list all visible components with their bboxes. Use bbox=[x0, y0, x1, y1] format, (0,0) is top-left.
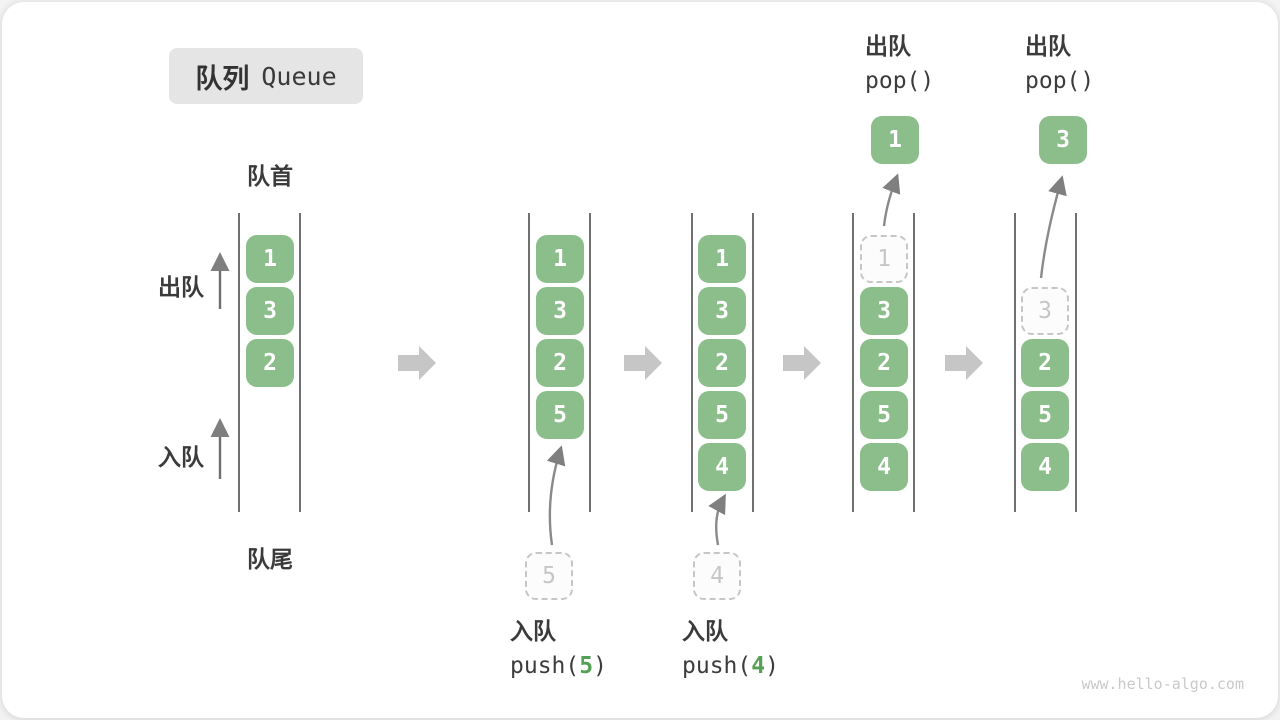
pop1-op-label: 出队 pop() bbox=[865, 33, 934, 94]
pop3-arrow bbox=[1039, 175, 1067, 279]
queue2-staged-cell: 5 bbox=[525, 552, 573, 600]
push-fn: push( bbox=[682, 653, 752, 679]
queue1-cell: 3 bbox=[246, 287, 294, 335]
enqueue-side-label: 入队 bbox=[158, 444, 204, 470]
push-arg: 4 bbox=[751, 653, 766, 679]
step-arrow-2 bbox=[624, 346, 662, 380]
queue1-cell: 2 bbox=[246, 339, 294, 387]
queue3-cell: 2 bbox=[698, 339, 746, 387]
queue2-cell: 2 bbox=[536, 339, 584, 387]
queue4-cell: 4 bbox=[860, 443, 908, 491]
push5-op-zh: 入队 bbox=[510, 618, 556, 644]
queue5-cell: 5 bbox=[1021, 391, 1069, 439]
push-arg: 5 bbox=[579, 653, 594, 679]
push4-op-label: 入队 push(4) bbox=[682, 618, 779, 679]
queue4-cell: 2 bbox=[860, 339, 908, 387]
queue3-staged-cell: 4 bbox=[693, 552, 741, 600]
step-arrow-1 bbox=[398, 346, 436, 380]
title-en: Queue bbox=[261, 61, 337, 91]
queue4-cell: 5 bbox=[860, 391, 908, 439]
queue2-cell: 3 bbox=[536, 287, 584, 335]
queue-walls bbox=[238, 213, 1077, 512]
queue5-cell: 2 bbox=[1021, 339, 1069, 387]
queue4-popped-cell: 1 bbox=[871, 116, 919, 164]
push4-op-zh: 入队 bbox=[682, 618, 728, 644]
queue-front-label: 队首 bbox=[247, 163, 293, 189]
pop1-arrow bbox=[882, 173, 901, 227]
pop3-op-zh: 出队 bbox=[1025, 33, 1071, 59]
pop3-op-code: pop() bbox=[1025, 68, 1095, 94]
queue5-popped-cell: 3 bbox=[1039, 116, 1087, 164]
queue5-cell: 4 bbox=[1021, 443, 1069, 491]
queue5-ghost-cell: 3 bbox=[1021, 287, 1069, 335]
push4-op-code: push(4) bbox=[682, 653, 779, 679]
queue3-cell: 5 bbox=[698, 391, 746, 439]
queue2-cell: 1 bbox=[536, 235, 584, 283]
pop1-op-code: pop() bbox=[865, 68, 935, 94]
push-close: ) bbox=[593, 653, 607, 679]
step-arrow-3 bbox=[783, 346, 821, 380]
queue3-cell: 1 bbox=[698, 235, 746, 283]
push5-arrow bbox=[546, 445, 566, 546]
queue3-cell: 3 bbox=[698, 287, 746, 335]
queue2-cell: 5 bbox=[536, 391, 584, 439]
push-close: ) bbox=[765, 653, 779, 679]
queue1-cell: 1 bbox=[246, 235, 294, 283]
push4-arrow bbox=[708, 493, 726, 546]
dequeue-side-label: 出队 bbox=[158, 274, 204, 300]
queue4-ghost-cell: 1 bbox=[860, 235, 908, 283]
queue3-cell: 4 bbox=[698, 443, 746, 491]
step-arrow-4 bbox=[945, 346, 983, 380]
title-zh: 队列 bbox=[195, 63, 250, 94]
queue-rear-label: 队尾 bbox=[247, 546, 293, 572]
watermark: www.hello-algo.com bbox=[1081, 675, 1244, 693]
title-box: 队列 Queue bbox=[169, 48, 363, 104]
push5-op-code: push(5) bbox=[510, 653, 607, 679]
pop3-op-label: 出队 pop() bbox=[1025, 33, 1094, 94]
queue4-cell: 3 bbox=[860, 287, 908, 335]
pop1-op-zh: 出队 bbox=[865, 33, 911, 59]
push5-op-label: 入队 push(5) bbox=[510, 618, 607, 679]
push-fn: push( bbox=[510, 653, 580, 679]
